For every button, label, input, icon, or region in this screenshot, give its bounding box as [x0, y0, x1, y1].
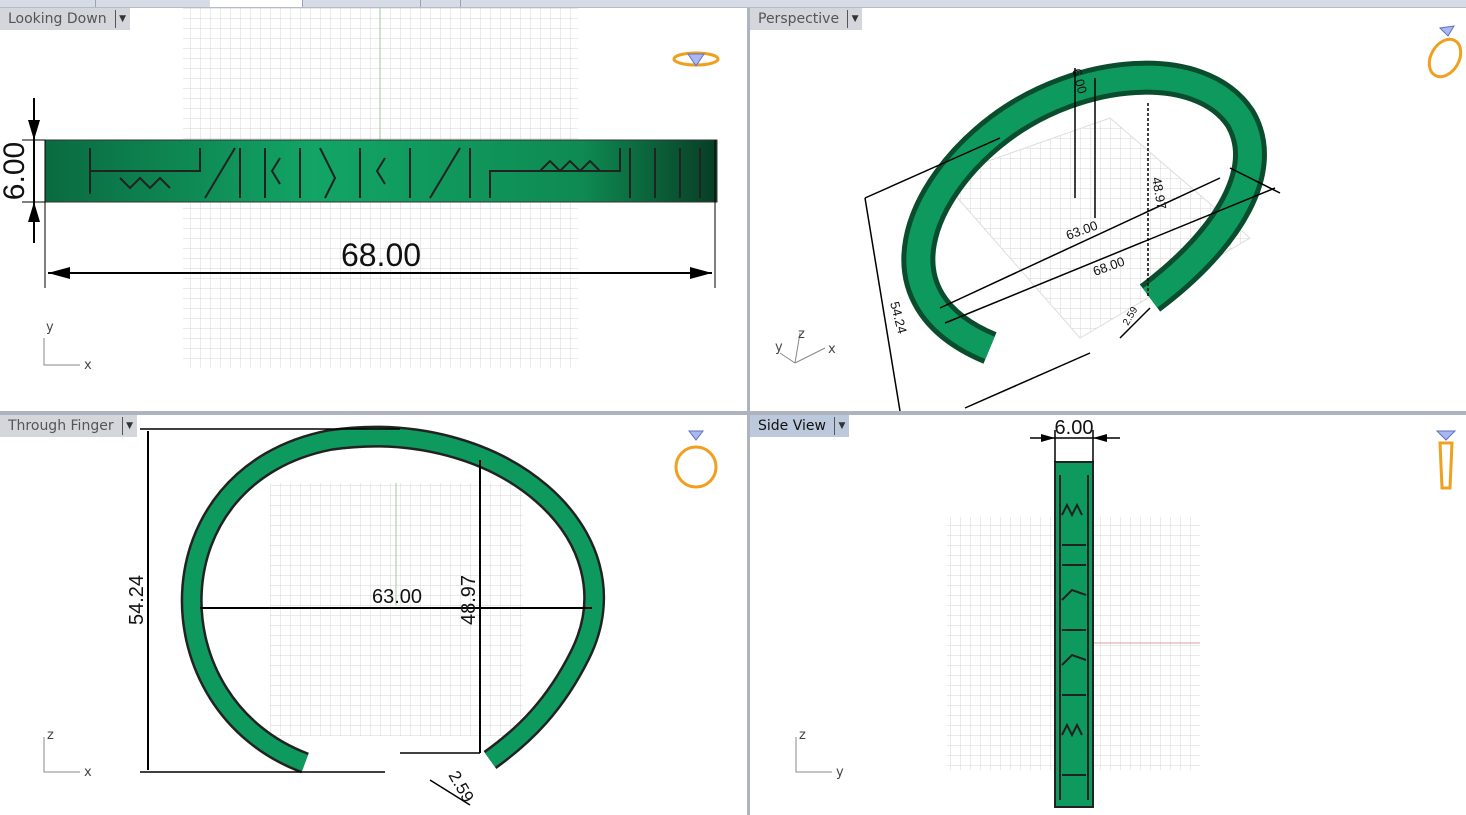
axis-label-x: x	[84, 358, 92, 373]
viewport-title: Perspective	[758, 11, 840, 27]
tab-active[interactable]	[210, 0, 303, 7]
ring-front-icon[interactable]	[674, 430, 718, 489]
axis-label-z: z	[798, 327, 805, 342]
side-view-drawing: 6.00 z y	[795, 417, 1457, 808]
top-view-drawing: 68.00 6.00 y x	[0, 8, 720, 373]
dimension-height: 6.00	[1069, 67, 1090, 95]
axis-label-y: y	[46, 320, 54, 335]
dropdown-arrow-icon[interactable]: ▼	[121, 417, 137, 435]
ring-band	[1054, 461, 1094, 808]
front-view-drawing: 63.00 54.24 48.97 2.59 z x	[43, 425, 718, 806]
viewport-label[interactable]: Side View ▼	[750, 415, 849, 437]
ring-top-icon[interactable]	[672, 51, 720, 67]
dimension-length: 68.00	[341, 237, 421, 273]
dropdown-arrow-icon[interactable]: ▼	[847, 10, 862, 28]
tab[interactable]	[460, 0, 461, 7]
axis-label-x: x	[828, 342, 836, 357]
viewport-label[interactable]: Looking Down ▼	[0, 8, 130, 30]
ring-perspective-icon[interactable]	[1423, 25, 1466, 82]
tab-strip	[0, 0, 1466, 8]
axis-label-z: z	[799, 728, 806, 743]
axis-label-y: y	[775, 340, 783, 355]
viewport-title: Side View	[758, 418, 826, 434]
viewport-label[interactable]: Through Finger ▼	[0, 415, 137, 437]
tab[interactable]	[420, 0, 421, 7]
dimension-gap: 2.59	[445, 768, 478, 806]
viewport-side-view[interactable]: Side View ▼ 6.00 z y	[750, 415, 1466, 815]
tab[interactable]	[95, 0, 96, 7]
perspective-drawing: 6.00 63.00 68.00 48.97 54.24 2.59 y z x	[775, 25, 1466, 411]
viewport-label[interactable]: Perspective ▼	[750, 8, 863, 30]
dimension-width: 6.00	[1055, 417, 1094, 439]
viewport-perspective[interactable]: Perspective ▼ 6.00 63.00 68.00 48.97 54.2…	[750, 8, 1466, 411]
axis-label-x: x	[84, 765, 92, 780]
axis-label-z: z	[47, 728, 54, 743]
ring-side-icon[interactable]	[1435, 430, 1457, 490]
dimension-inner: 63.00	[372, 586, 422, 608]
dimension-tall: 54.24	[887, 300, 910, 335]
dimension-depth: 48.97	[458, 575, 480, 625]
viewport-looking-down[interactable]: Looking Down ▼ 68.00 6.00 y x	[0, 8, 747, 411]
dimension-depth: 48.97	[1149, 176, 1169, 211]
dimension-tall: 54.24	[126, 575, 148, 625]
dimension-height: 6.00	[0, 142, 31, 200]
dropdown-arrow-icon[interactable]: ▼	[833, 417, 849, 435]
axis-label-y: y	[836, 765, 844, 780]
viewport-title: Looking Down	[8, 11, 107, 27]
viewport-through-finger[interactable]: Through Finger ▼ 63.00 54.24 48.97 2.59 z…	[0, 415, 747, 815]
dropdown-arrow-icon[interactable]: ▼	[114, 10, 130, 28]
viewport-title: Through Finger	[8, 418, 114, 434]
